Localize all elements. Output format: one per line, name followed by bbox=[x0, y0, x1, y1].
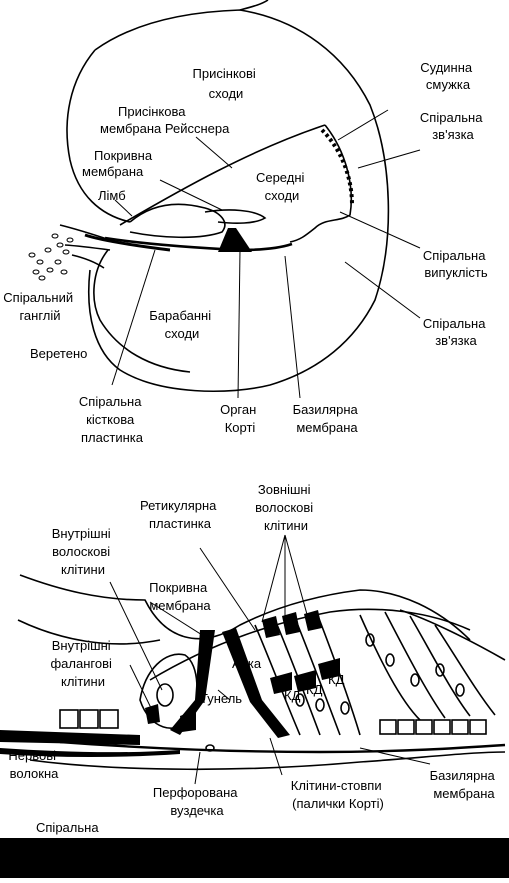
label-vnutrishni-falanhovi: Внутрішні фалангові клітини bbox=[50, 638, 115, 689]
black-structures bbox=[0, 610, 340, 757]
label-spiralnyi-hanhlii: Спіральний ганглій bbox=[3, 290, 76, 323]
label-prysinkovi-skhody: Присінкові сходи bbox=[193, 66, 260, 101]
label-zovnishni-voloskovi: Зовнішні волоскові клітини bbox=[255, 482, 317, 533]
nucleus-9 bbox=[205, 744, 215, 752]
label-nervovi-volokna: Нервові волокна bbox=[8, 748, 59, 781]
basilar-membrane-bottom bbox=[59, 740, 506, 754]
label-perforovana-vuzdechka: Перфорована вуздечка bbox=[153, 785, 241, 818]
label-vereteno: Веретено bbox=[30, 346, 87, 361]
spiral-lamina bbox=[84, 233, 171, 252]
cell-small-2 bbox=[79, 709, 99, 729]
cell-small-1 bbox=[59, 709, 79, 729]
tectorial-membrane-bottom bbox=[19, 574, 471, 641]
nerve-line-1 bbox=[59, 224, 111, 241]
organ-of-corti-detail bbox=[17, 574, 506, 771]
label-kd-2: КД bbox=[306, 682, 323, 697]
label-seredni-skhody: Середні сходи bbox=[256, 170, 308, 203]
nucleus-5 bbox=[410, 673, 420, 687]
nucleus-7 bbox=[455, 683, 465, 697]
label-prysinkova-membrana: Присінкова мембрана Рейсснера bbox=[100, 104, 230, 136]
label-vnutrishni-voloskovi: Внутрішні волоскові клітини bbox=[52, 526, 115, 577]
limbus-outline bbox=[129, 203, 226, 239]
nucleus-3 bbox=[340, 701, 350, 715]
label-spiralna-vypuklist: Спіральна випуклість bbox=[423, 248, 489, 280]
nucleus-4 bbox=[385, 653, 395, 667]
label-bazyliarna-membrana-top: Базилярна мембрана bbox=[293, 402, 362, 435]
spiral-ganglion-cells bbox=[28, 233, 74, 281]
cell-small-9 bbox=[469, 719, 487, 735]
label-kd-1: КД bbox=[284, 688, 301, 703]
scala-tympani-wall bbox=[93, 249, 191, 373]
nucleus-2 bbox=[315, 698, 325, 712]
pillar-inner bbox=[170, 630, 215, 735]
hensen-cells-outline bbox=[399, 609, 506, 661]
kd-cell-2 bbox=[294, 670, 316, 692]
nerve-line-2 bbox=[64, 244, 111, 251]
label-sudynna-smuzhka: Судинна смужка bbox=[420, 60, 476, 92]
inner-cell-nucleus bbox=[156, 683, 174, 707]
spiral-ligament-edge bbox=[289, 124, 353, 243]
nerve-fibers-thin bbox=[0, 748, 180, 757]
label-spiralna-zviazka-top: Спіральна зв'язка bbox=[420, 110, 486, 142]
leader-lines-top bbox=[111, 109, 421, 399]
outer-cell-3 bbox=[294, 617, 341, 736]
cell-column-4 bbox=[434, 624, 496, 716]
cell-small-3 bbox=[99, 709, 119, 729]
label-pokryvna-membrana-top: Покривна мембрана bbox=[82, 148, 156, 179]
label-klityny-stovpy: Клітини-стовпи (палички Корті) bbox=[291, 778, 385, 811]
cell-small-4 bbox=[379, 719, 397, 735]
basilar-lower bbox=[29, 751, 506, 771]
label-tunel: Тунель bbox=[200, 691, 242, 706]
label-barabanni-skhody: Барабанні сходи bbox=[149, 308, 214, 341]
tectorial-membrane-top bbox=[204, 209, 267, 224]
label-spiralna-kistkova-plastynka: Спіральна кісткова пластинка bbox=[79, 394, 145, 445]
reissner-membrane bbox=[119, 124, 326, 226]
inner-phalangeal-dark bbox=[145, 704, 160, 724]
nerve-fiber-bundle bbox=[0, 730, 140, 745]
label-spiralna-bottom: Спіральна bbox=[36, 820, 99, 835]
label-kd-3: КД bbox=[328, 672, 345, 687]
outer-hair-cell-tips bbox=[262, 610, 322, 638]
cell-column-3 bbox=[409, 615, 471, 717]
cell-small-7 bbox=[433, 719, 451, 735]
scala-vestibuli-wall bbox=[66, 49, 131, 223]
bone-notch bbox=[239, 0, 269, 11]
leader-lines-bottom bbox=[55, 534, 431, 785]
label-arka: Арка bbox=[232, 656, 262, 671]
label-spiralna-zviazka-bottom: Спіральна зв'язка bbox=[423, 316, 489, 348]
pillar-outer bbox=[222, 628, 290, 738]
top-diagram-labels: Присінкові сходи Присінкова мембрана Рей… bbox=[3, 60, 489, 445]
nucleus-6 bbox=[435, 663, 445, 677]
black-footer-bar bbox=[0, 838, 509, 878]
cell-small-8 bbox=[451, 719, 469, 735]
organ-of-corti-shape bbox=[218, 228, 252, 252]
tectorial-membrane-upper bbox=[17, 619, 161, 645]
nucleus-1 bbox=[295, 693, 305, 707]
cell-small-6 bbox=[415, 719, 433, 735]
nucleus-8 bbox=[365, 633, 375, 647]
stria-vascularis bbox=[320, 128, 354, 206]
cochlear-duct-cross-section bbox=[59, 0, 390, 393]
label-limb: Лімб bbox=[98, 188, 126, 203]
outer-cell-4 bbox=[317, 615, 361, 736]
cell-column-2 bbox=[384, 611, 446, 719]
reticular-lamina bbox=[149, 608, 471, 681]
inner-hair-cell-dark bbox=[180, 710, 196, 732]
nerve-line-3 bbox=[71, 254, 105, 269]
kd-cell-3 bbox=[318, 658, 340, 680]
cell-small-5 bbox=[397, 719, 415, 735]
cell-column-1 bbox=[359, 614, 421, 721]
kd-cell-1 bbox=[270, 672, 292, 694]
label-orhan-korti: Орган Корті bbox=[220, 402, 260, 435]
label-bazyliarna-membrana-bottom: Базилярна мембрана bbox=[430, 768, 499, 801]
label-pokryvna-membrana-bottom: Покривна мембрана bbox=[149, 580, 211, 613]
bottom-diagram-labels: Зовнішні волоскові клітини Ретикулярна п… bbox=[8, 482, 499, 835]
label-retykuliarna-plastynka: Ретикулярна пластинка bbox=[140, 498, 220, 531]
